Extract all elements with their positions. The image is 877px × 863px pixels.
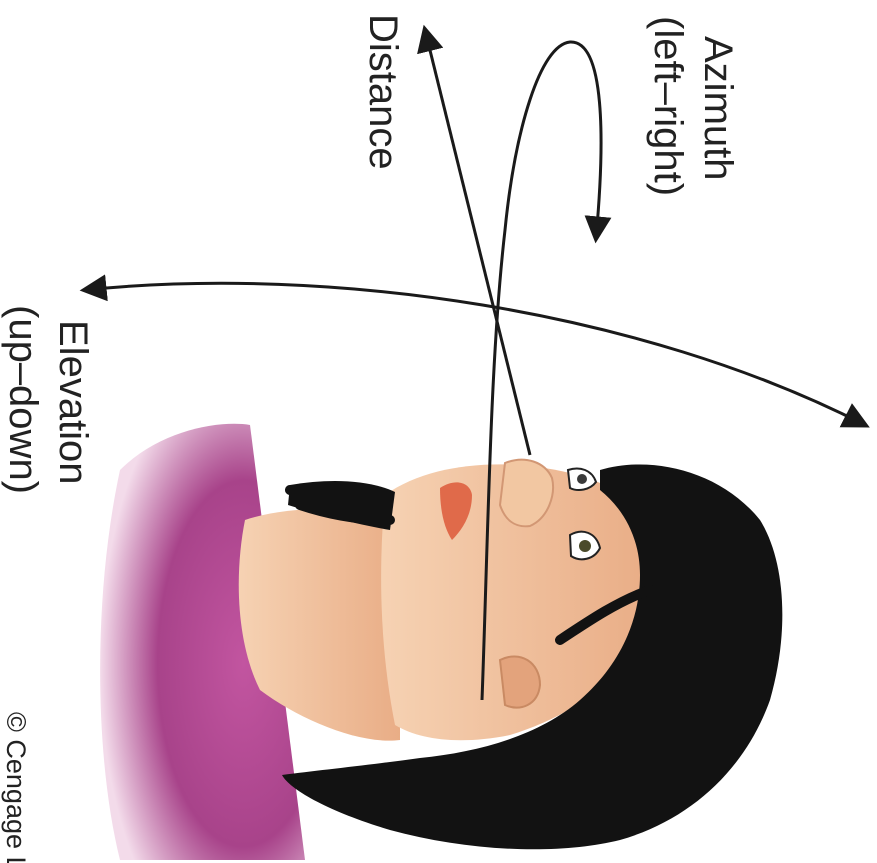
elevation-arrow: [85, 283, 865, 425]
azimuth-label: Azimuth: [696, 36, 740, 181]
distance-arrow: [425, 30, 530, 455]
elevation-sub-label: (up–down): [1, 305, 45, 494]
azimuth-sub-label: (left–right): [646, 16, 690, 196]
eye-upper: [568, 469, 596, 491]
copyright-credit: © Cengage Le: [1, 712, 31, 863]
elevation-label: Elevation: [51, 320, 95, 485]
distance-label: Distance: [361, 14, 405, 170]
